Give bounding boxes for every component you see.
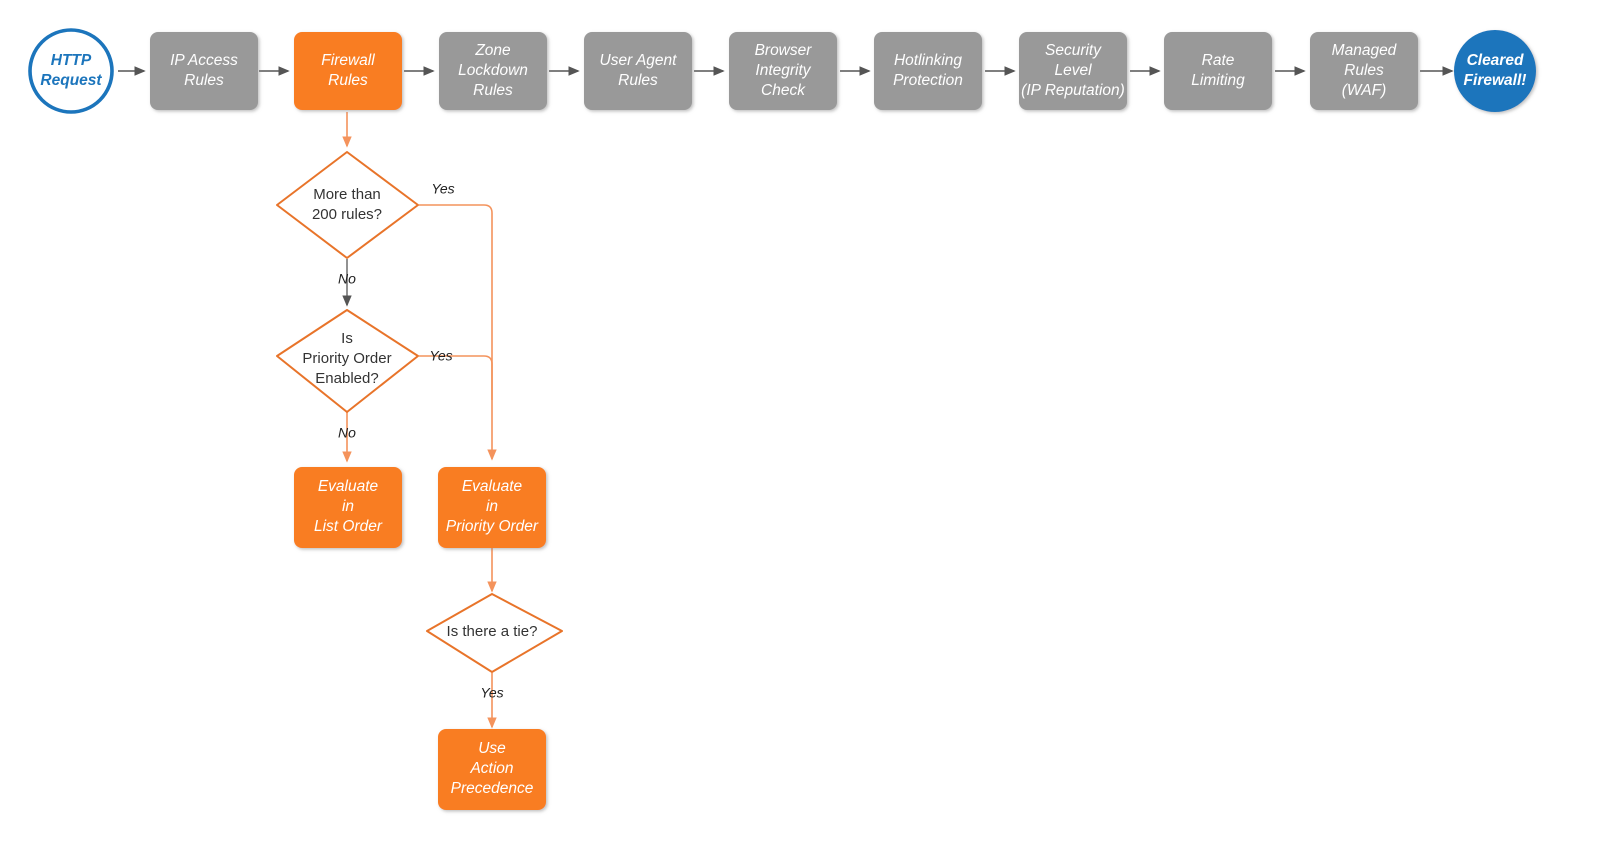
node-evaluate-in-list-order[interactable]: Evaluate in List Order: [294, 467, 402, 548]
decision-is-priority-order-enabled-diamond: [276, 309, 419, 413]
hotlinking-protection-box: [874, 32, 982, 110]
cleared-firewall-circle: [1454, 30, 1536, 112]
node-managed-rules-waf[interactable]: Managed Rules (WAF): [1310, 32, 1418, 110]
decision-is-there-a-tie-diamond: [426, 593, 563, 673]
ip-access-rules-box: [150, 32, 258, 110]
evaluate-in-list-order-box: [294, 467, 402, 548]
node-user-agent-rules[interactable]: User Agent Rules: [584, 32, 692, 110]
node-firewall-rules[interactable]: Firewall Rules: [294, 32, 402, 110]
node-security-level[interactable]: Security Level (IP Reputation): [1019, 32, 1127, 110]
branch-connectors: [342, 112, 497, 729]
node-evaluate-in-priority-order[interactable]: Evaluate in Priority Order: [438, 467, 546, 548]
node-rate-limiting[interactable]: Rate Limiting: [1164, 32, 1272, 110]
node-decision-is-there-a-tie[interactable]: Is there a tie?: [426, 593, 563, 673]
node-zone-lockdown-rules[interactable]: Zone Lockdown Rules: [439, 32, 547, 110]
rate-limiting-box: [1164, 32, 1272, 110]
node-browser-integrity-check[interactable]: Browser Integrity Check: [729, 32, 837, 110]
firewall-rules-box: [294, 32, 402, 110]
security-level-box: [1019, 32, 1127, 110]
edge-label-yes-200-rules: Yes: [431, 181, 454, 197]
node-http-request[interactable]: HTTP Request: [28, 28, 114, 114]
managed-rules-waf-box: [1310, 32, 1418, 110]
node-hotlinking-protection[interactable]: Hotlinking Protection: [874, 32, 982, 110]
connector-decision-priority-yes: [419, 355, 493, 400]
zone-lockdown-rules-box: [439, 32, 547, 110]
evaluate-in-priority-order-box: [438, 467, 546, 548]
node-decision-more-than-200-rules[interactable]: More than 200 rules?: [276, 151, 419, 259]
node-ip-access-rules[interactable]: IP Access Rules: [150, 32, 258, 110]
node-cleared-firewall[interactable]: Cleared Firewall!: [1454, 30, 1536, 112]
user-agent-rules-box: [584, 32, 692, 110]
decision-more-than-200-rules-diamond: [276, 151, 419, 259]
use-action-precedence-box: [438, 729, 546, 810]
connector-decision-200-yes: [419, 204, 497, 461]
node-decision-is-priority-order-enabled[interactable]: Is Priority Order Enabled?: [276, 309, 419, 413]
node-use-action-precedence[interactable]: Use Action Precedence: [438, 729, 546, 810]
http-request-circle: [28, 28, 114, 114]
browser-integrity-check-box: [729, 32, 837, 110]
